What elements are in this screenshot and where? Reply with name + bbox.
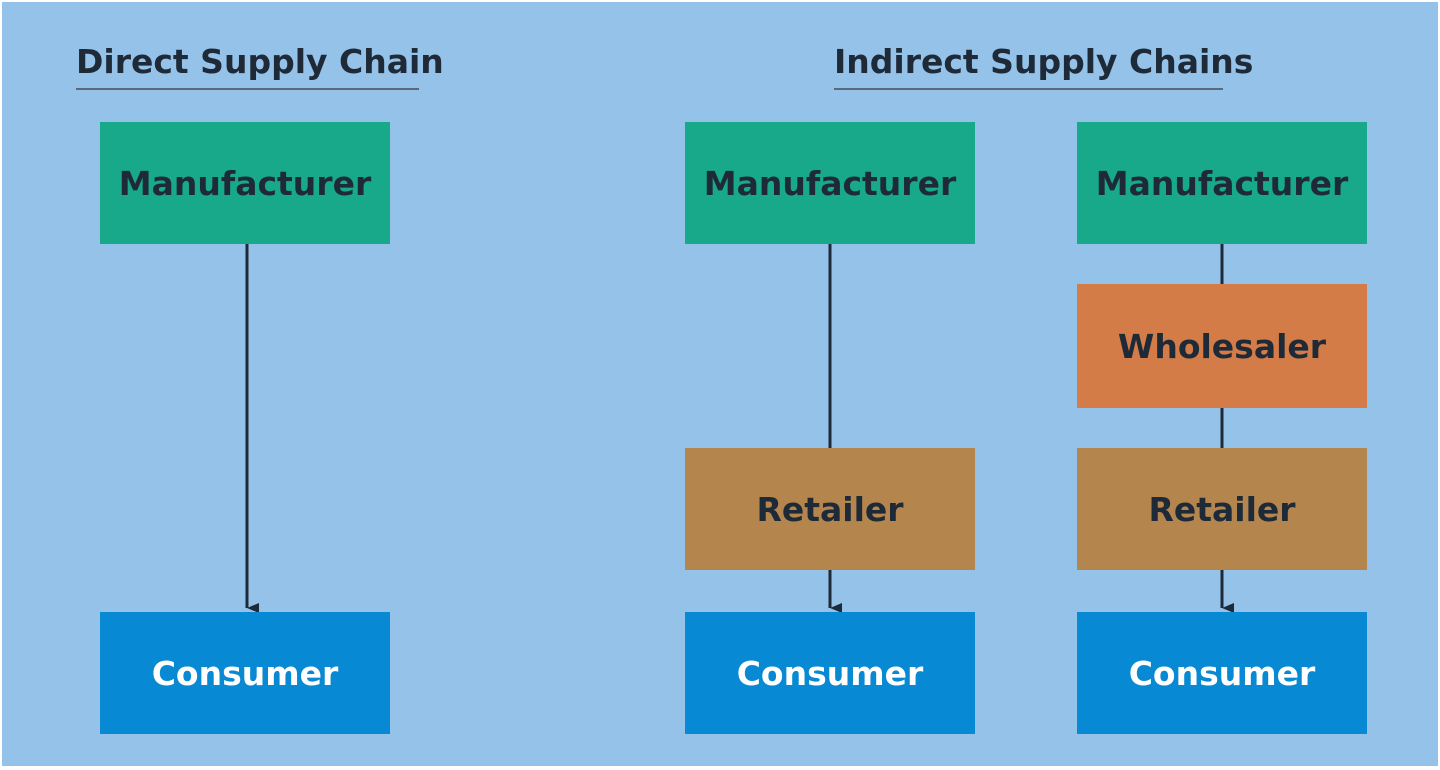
chain2-manufacturer-box: Manufacturer: [1077, 122, 1367, 244]
direct-chain-heading: Direct Supply Chain: [76, 42, 444, 90]
chain2-consumer-box: Consumer: [1077, 612, 1367, 734]
chain2-manufacturer-label: Manufacturer: [1095, 163, 1349, 203]
chain2-wholesaler-box: Wholesaler: [1077, 284, 1367, 408]
direct-consumer-box: Consumer: [100, 612, 390, 734]
chain2-wholesaler-label: Wholesaler: [1117, 326, 1327, 366]
indirect-chains-heading: Indirect Supply Chains: [834, 42, 1253, 90]
direct-manufacturer-box: Manufacturer: [100, 122, 390, 244]
chain1-consumer-box: Consumer: [685, 612, 975, 734]
chain2-consumer-label: Consumer: [1128, 653, 1316, 693]
direct-manufacturer-label: Manufacturer: [118, 163, 372, 203]
chain1-retailer-label: Retailer: [756, 489, 904, 529]
chain1-retailer-box: Retailer: [685, 448, 975, 570]
direct-consumer-label: Consumer: [151, 653, 339, 693]
chain2-retailer-label: Retailer: [1148, 489, 1296, 529]
chain1-manufacturer-label: Manufacturer: [703, 163, 957, 203]
chain1-manufacturer-box: Manufacturer: [685, 122, 975, 244]
chain2-retailer-box: Retailer: [1077, 448, 1367, 570]
chain1-consumer-label: Consumer: [736, 653, 924, 693]
